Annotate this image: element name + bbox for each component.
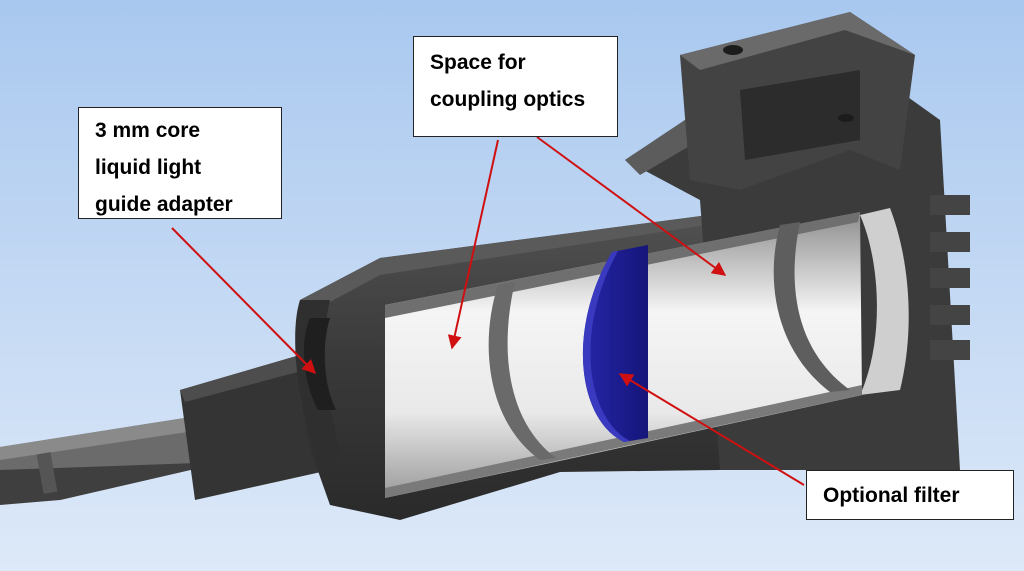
light-guide-rod [0, 414, 225, 505]
callout-coupling-optics: Space for coupling optics [413, 36, 618, 137]
filter-element [582, 245, 648, 442]
callout-adapter: 3 mm core liquid light guide adapter [78, 107, 282, 219]
callout-optional-filter: Optional filter [806, 470, 1014, 520]
leader-optics-left [447, 139, 499, 350]
leader-filter [618, 373, 805, 486]
leader-lines [171, 136, 805, 486]
leader-optics-right [536, 136, 727, 276]
adapter-collar [180, 355, 330, 500]
leader-adapter [171, 227, 316, 374]
